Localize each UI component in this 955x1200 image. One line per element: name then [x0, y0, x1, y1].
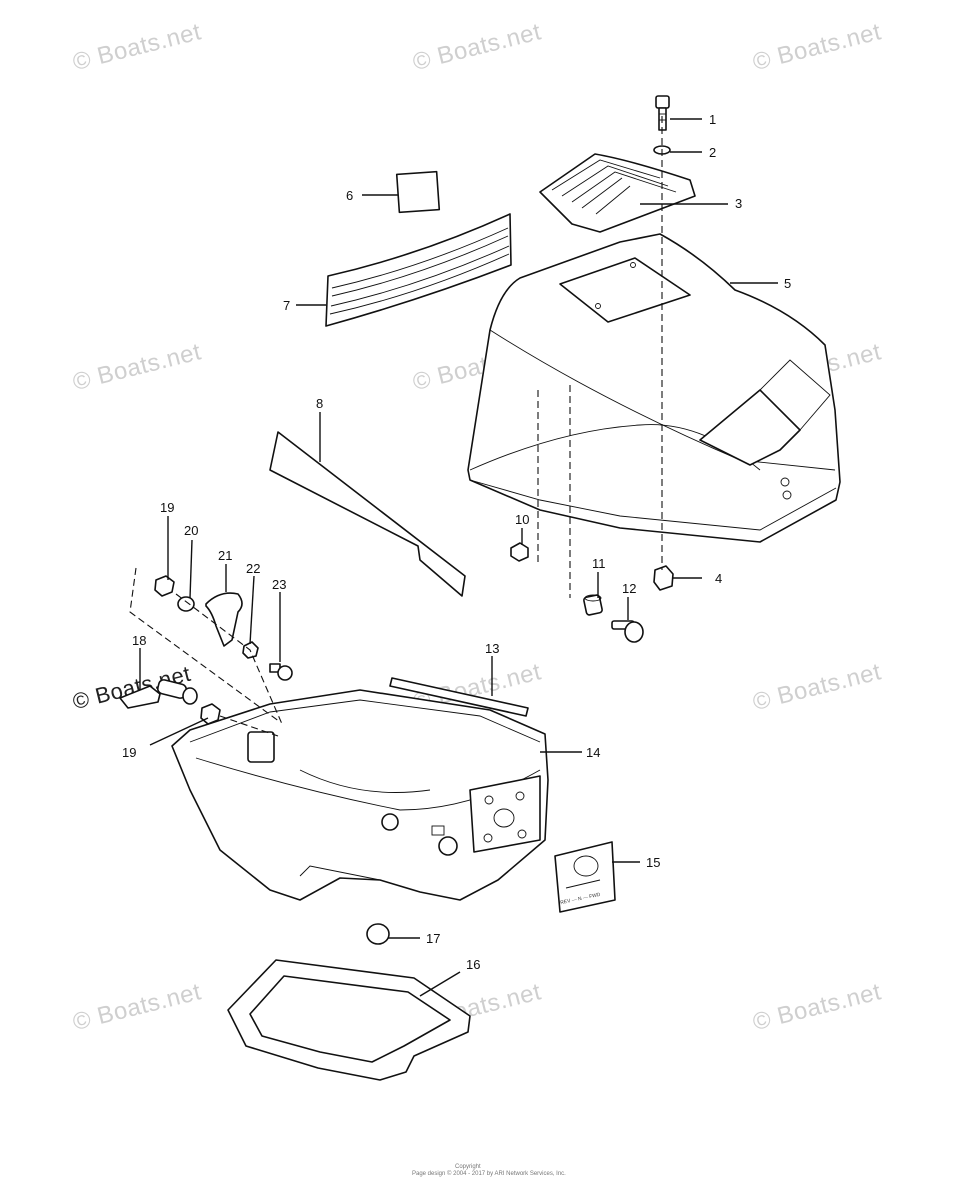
callout-5: 5: [784, 276, 792, 291]
callout-4: 4: [715, 571, 723, 586]
callout-12: 12: [622, 581, 637, 596]
part-12-pin: [611, 620, 644, 643]
part-23-screw: [269, 663, 293, 681]
callout-13: 13: [485, 641, 500, 656]
part-5-top-cowl: [467, 233, 841, 543]
part-19-nut: [154, 575, 175, 597]
part-13-rod: [389, 677, 529, 717]
callout-23: 23: [272, 577, 287, 592]
callout-16: 16: [466, 957, 481, 972]
part-19-nut: [200, 703, 221, 725]
callout-20: 20: [184, 523, 199, 538]
callout-11: 11: [592, 556, 606, 571]
callout-21: 21: [218, 548, 233, 563]
callout-7: 7: [283, 298, 291, 313]
part-14-lower-cowl: [171, 689, 549, 901]
callout-17: 17: [426, 931, 441, 946]
part-3-top-plate: [539, 153, 696, 233]
callout-10: 10: [515, 512, 530, 527]
callout-2: 2: [709, 145, 717, 160]
callout-19: 19: [160, 500, 175, 515]
part-8-seal-strip: [269, 431, 466, 597]
part-6-decal: [395, 170, 441, 214]
footer-page-design: Page design © 2004 - 2017 by ARI Network…: [412, 1171, 566, 1177]
part-16-gasket: [227, 959, 471, 1081]
part-18-bracket: [119, 679, 198, 709]
part-1-bolt: [655, 95, 670, 131]
part-21-latch: [205, 592, 243, 647]
part-15-decal: [554, 841, 616, 913]
callout-18: 18: [132, 633, 147, 648]
part-4-nut: [653, 565, 674, 591]
part-11-bushing: [583, 594, 603, 616]
callout-6: 6: [346, 188, 354, 203]
part-10-nut: [510, 542, 529, 562]
callout-19: 19: [122, 745, 137, 760]
callout-15: 15: [646, 855, 661, 870]
callout-22: 22: [246, 561, 261, 576]
callout-1: 1: [709, 112, 717, 127]
footer-copyright: Copyright: [455, 1164, 481, 1170]
callout-14: 14: [586, 745, 601, 760]
callout-3: 3: [735, 196, 743, 211]
part-17-plug: [366, 923, 390, 945]
part-7-decal-strip: [325, 213, 512, 327]
part-20-washer: [177, 596, 195, 612]
callout-8: 8: [316, 396, 324, 411]
